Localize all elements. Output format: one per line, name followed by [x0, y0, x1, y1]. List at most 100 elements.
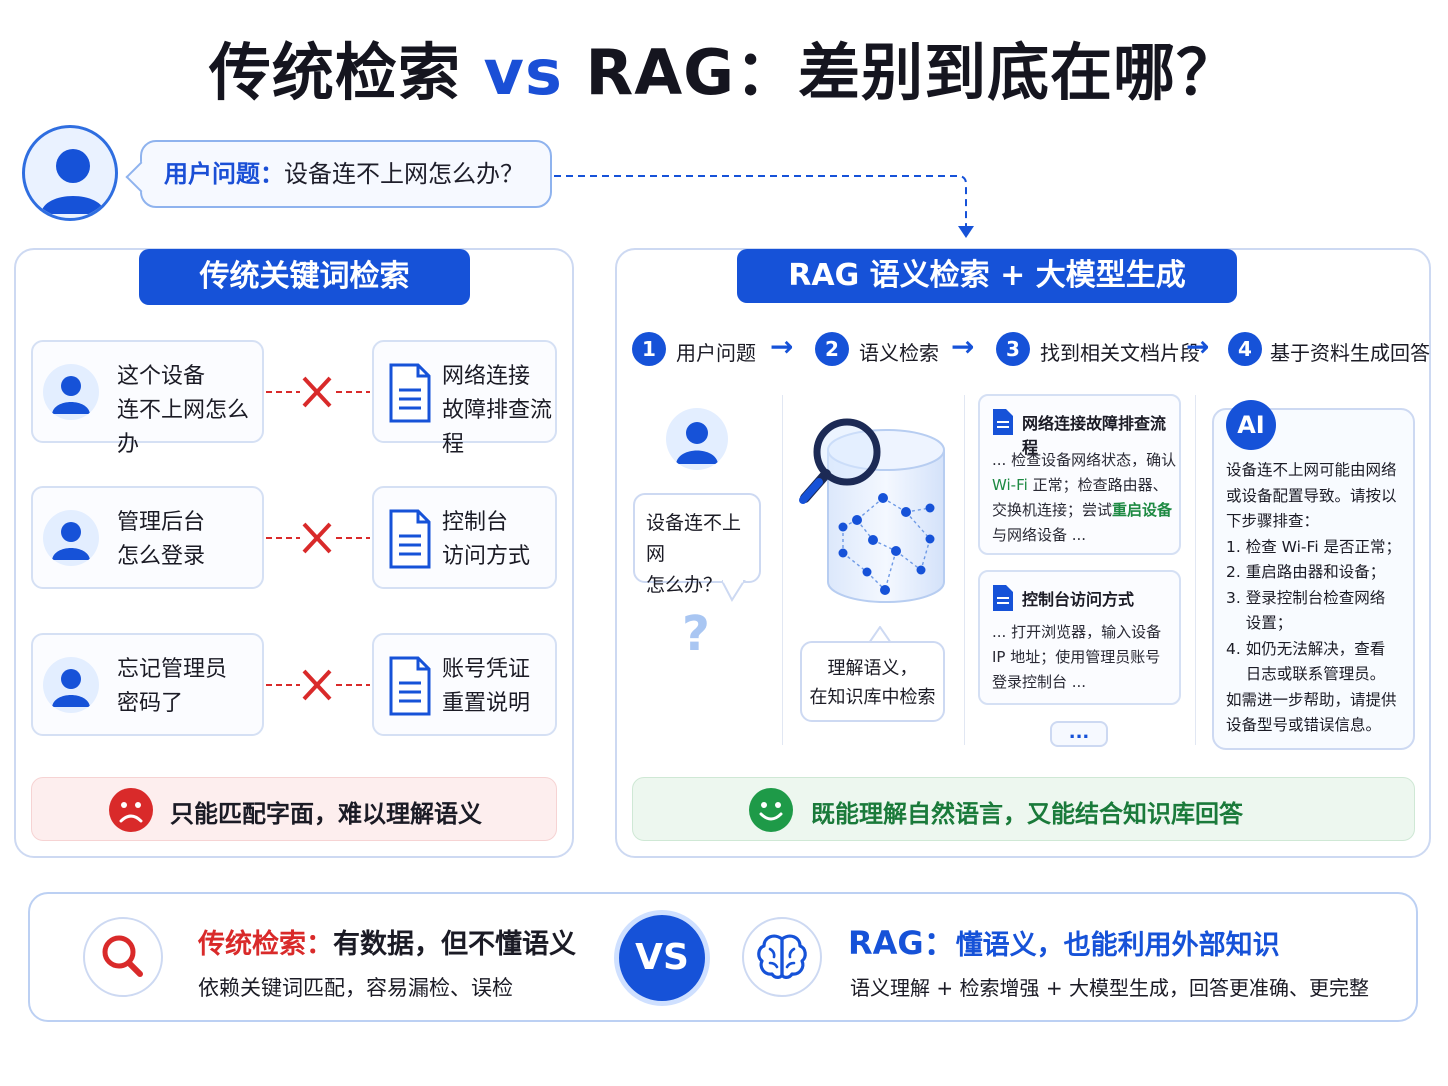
doc-body-fragment: 正常；检查路由器、 — [1027, 476, 1168, 494]
bubble-line: 在知识库中检索 — [809, 687, 936, 708]
semantic-search-bubble: 理解语义， 在知识库中检索 — [800, 641, 945, 722]
bottom-comparison-panel — [28, 892, 1418, 1022]
traditional-summary-text: 只能匹配字面，难以理解语义 — [170, 800, 482, 828]
bubble-line: 理解语义， — [827, 658, 918, 679]
query-line: 管理后台 — [117, 510, 206, 535]
ai-answer-line: 日志或联系管理员。 — [1226, 665, 1386, 683]
doc-body-line: ... 检查设备网络状态，确认 — [992, 451, 1177, 469]
doc-body-fragment: 交换机连接；尝试 — [992, 501, 1113, 519]
query-line: 忘记管理员 — [117, 657, 228, 682]
ai-answer-line: 2. 重启路由器和设备； — [1226, 563, 1386, 581]
document-icon — [993, 409, 1013, 435]
doc-line: 控制台 — [442, 510, 509, 535]
rag-header: RAG 语义检索 + 大模型生成 — [737, 249, 1237, 303]
title-left: 传统检索 — [208, 36, 461, 109]
ai-badge-icon: AI — [1226, 400, 1276, 450]
doc-body-line: ... 打开浏览器，输入设备 — [992, 623, 1162, 641]
user-query-bubble: 设备连不上网 怎么办？ — [633, 493, 761, 596]
doc-line: 网络连接 — [442, 364, 531, 389]
query-line: 这个设备 — [117, 364, 206, 389]
arrow-right-icon: → — [1186, 330, 1210, 363]
user-avatar-icon — [22, 125, 118, 221]
step-label: 找到相关文档片段 — [1040, 341, 1200, 365]
step-number: 1 — [632, 332, 666, 366]
mismatch-x-icon — [266, 376, 370, 408]
step-label: 语义检索 — [859, 341, 939, 365]
brain-icon — [742, 917, 822, 997]
bubble-line: 设备连不上网 — [646, 512, 742, 565]
traditional-verdict-text: 有数据，但不懂语义 — [333, 929, 576, 960]
title-vs: vs — [483, 36, 563, 109]
traditional-verdict-title: 传统检索：有数据，但不懂语义 — [198, 922, 576, 961]
arrow-right-icon: → — [951, 330, 975, 363]
doc-card-1: 网络连接 故障排查流程 — [372, 340, 557, 457]
document-icon — [389, 363, 431, 423]
query-line: 密码了 — [117, 691, 184, 716]
vs-badge: VS — [614, 910, 710, 1006]
rag-verdict-label: RAG： — [848, 924, 956, 962]
ai-answer-card: 设备连不上网可能由网络 或设备配置导致。请按以 下步骤排查： 1. 检查 Wi-… — [1212, 408, 1415, 750]
title-right: RAG：差别到底在哪？ — [585, 36, 1240, 109]
column-divider — [964, 395, 965, 745]
mismatch-x-icon — [266, 669, 370, 701]
user-icon — [43, 510, 99, 566]
ai-answer-line: 1. 检查 Wi-Fi 是否正常； — [1226, 537, 1402, 556]
ai-answer-line: 如需进一步帮助，请提供 — [1226, 690, 1397, 709]
sad-face-icon — [109, 788, 153, 832]
bubble-line: 怎么办？ — [646, 574, 723, 596]
doc-card-3: 账号凭证 重置说明 — [372, 633, 557, 736]
more-results-pill[interactable]: ... — [1050, 721, 1108, 747]
step-number: 4 — [1228, 332, 1262, 366]
knowledge-base-search-icon — [799, 418, 945, 603]
ai-answer-line: 设备型号或错误信息。 — [1226, 716, 1382, 734]
retrieved-doc-card-1: 网络连接故障排查流程 ... 检查设备网络状态，确认 Wi-Fi 正常；检查路由… — [978, 394, 1181, 555]
traditional-verdict-label: 传统检索： — [198, 929, 333, 960]
ai-answer-line: 下步骤排查： — [1226, 512, 1320, 530]
doc-line: 访问方式 — [442, 544, 531, 569]
page-title: 传统检索 vs RAG：差别到底在哪？ — [0, 22, 1448, 112]
dashed-connector-arrow — [554, 175, 974, 238]
query-card-3: 忘记管理员 密码了 — [31, 633, 264, 736]
user-question-bubble: 用户问题：设备连不上网怎么办？ — [140, 140, 552, 208]
highlight-keyword: Wi-Fi — [992, 476, 1028, 494]
doc-body-line: IP 地址；使用管理员账号 — [992, 648, 1161, 666]
user-icon — [666, 408, 728, 470]
doc-line: 重置说明 — [442, 691, 531, 716]
question-text: 设备连不上网怎么办？ — [284, 160, 524, 188]
step-label: 基于资料生成回答 — [1270, 341, 1430, 365]
smile-face-icon — [749, 788, 793, 832]
query-line: 怎么登录 — [117, 544, 206, 569]
query-card-1: 这个设备 连不上网怎么办 — [31, 340, 264, 457]
ai-answer-line: 3. 登录控制台检查网络 — [1226, 588, 1386, 607]
traditional-verdict-sub: 依赖关键词匹配，容易漏检、误检 — [198, 976, 513, 1000]
retrieved-doc-card-2: 控制台访问方式 ... 打开浏览器，输入设备 IP 地址；使用管理员账号 登录控… — [978, 570, 1181, 705]
traditional-summary-bar: 只能匹配字面，难以理解语义 — [31, 777, 557, 841]
document-icon — [389, 656, 431, 716]
query-line: 连不上网怎么办 — [117, 398, 250, 457]
doc-body-line: 登录控制台 ... — [992, 673, 1087, 691]
question-mark-icon: ? — [682, 606, 710, 662]
doc-line: 故障排查流程 — [442, 398, 553, 457]
rag-verdict-text: 懂语义，也能利用外部知识 — [955, 930, 1280, 961]
highlight-keyword: 重启设备 — [1112, 501, 1173, 519]
rag-verdict-sub: 语义理解 + 检索增强 + 大模型生成，回答更准确、更完整 — [850, 976, 1369, 1000]
document-icon — [993, 585, 1013, 611]
traditional-search-header: 传统关键词检索 — [139, 249, 470, 305]
search-icon — [83, 917, 163, 997]
step-number: 2 — [815, 332, 849, 366]
step-label: 用户问题 — [676, 341, 756, 365]
doc-title: 控制台访问方式 — [1022, 590, 1135, 609]
document-icon — [389, 509, 431, 569]
ai-answer-line: 4. 如仍无法解决，查看 — [1226, 639, 1386, 658]
column-divider — [782, 395, 783, 745]
user-icon — [43, 364, 99, 420]
column-divider — [1195, 395, 1196, 745]
ai-answer-line: 设备连不上网可能由网络 — [1226, 461, 1397, 479]
arrow-right-icon: → — [770, 330, 794, 363]
doc-card-2: 控制台 访问方式 — [372, 486, 557, 589]
ai-answer-line: 设置； — [1226, 614, 1293, 632]
mismatch-x-icon — [266, 522, 370, 554]
user-icon — [43, 657, 99, 713]
rag-summary-bar: 既能理解自然语言，又能结合知识库回答 — [632, 777, 1415, 841]
doc-title: 网络连接故障排查流程 — [1022, 414, 1167, 457]
